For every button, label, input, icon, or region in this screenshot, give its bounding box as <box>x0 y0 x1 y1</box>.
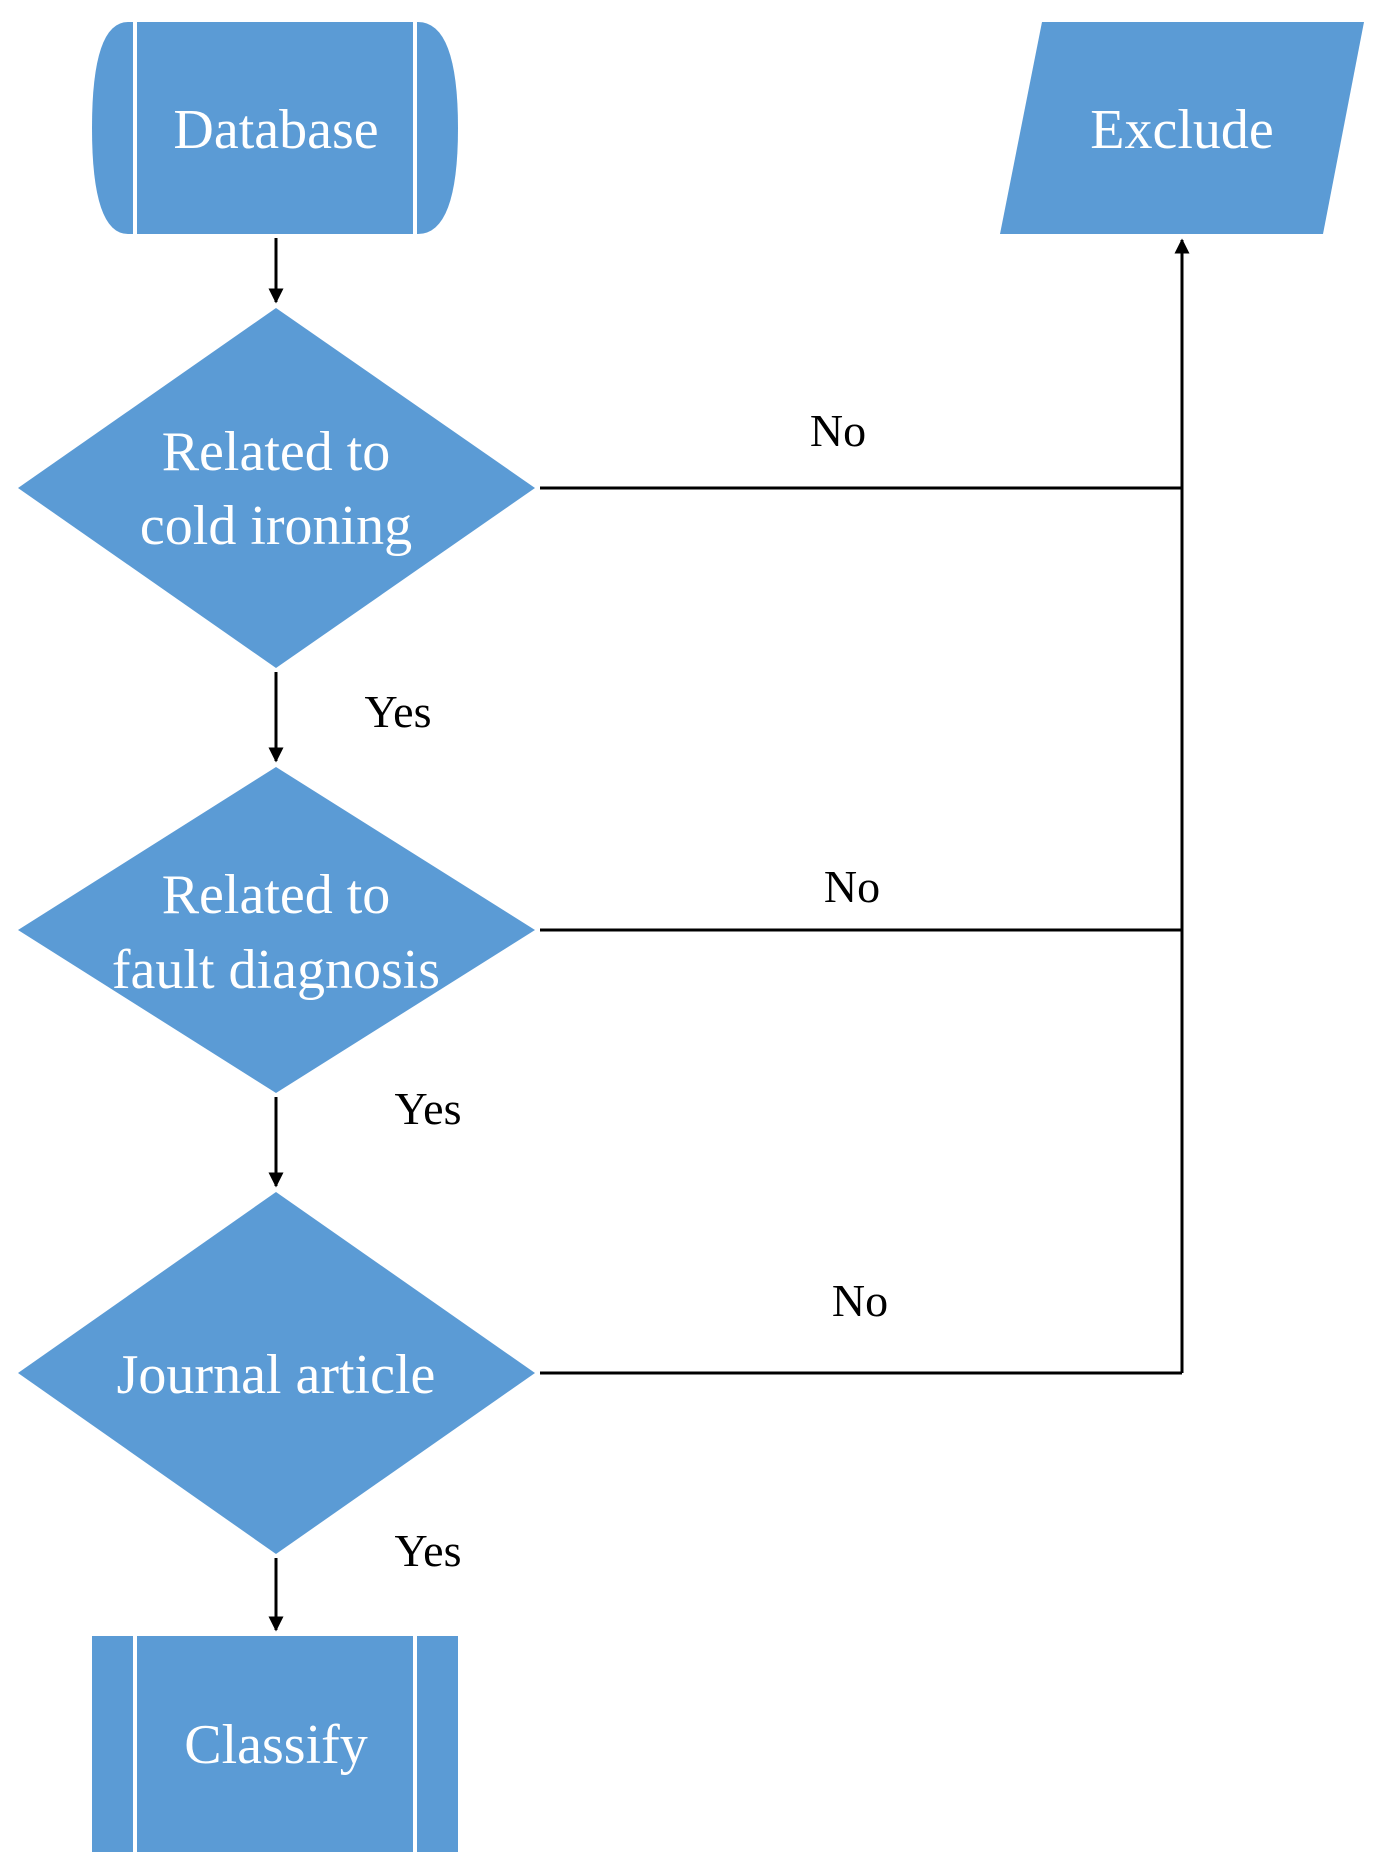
decision-fault-diagnosis: Related to fault diagnosis <box>18 767 535 1093</box>
decision-journal-article: Journal article <box>18 1192 535 1554</box>
no-label-1: No <box>810 405 866 456</box>
no-label-3: No <box>832 1275 888 1326</box>
decision-cold-ironing-line1: Related to <box>162 421 391 483</box>
exclude-label: Exclude <box>1090 99 1273 161</box>
decision-journal-article-label: Journal article <box>117 1344 436 1406</box>
database-label: Database <box>173 99 378 161</box>
yes-label-1: Yes <box>365 686 432 737</box>
yes-label-2: Yes <box>395 1083 462 1134</box>
decision-cold-ironing: Related to cold ironing <box>18 308 535 668</box>
no-label-2: No <box>824 861 880 912</box>
decision-cold-ironing-line2: cold ironing <box>140 495 412 557</box>
classify-label: Classify <box>184 1714 368 1776</box>
decision-fault-diagnosis-line1: Related to <box>162 864 391 926</box>
yes-label-3: Yes <box>395 1525 462 1576</box>
exclude-node: Exclude <box>1000 22 1364 234</box>
classify-node: Classify <box>92 1636 458 1852</box>
database-node: Database <box>92 22 458 234</box>
decision-fault-diagnosis-line2: fault diagnosis <box>112 939 440 1001</box>
